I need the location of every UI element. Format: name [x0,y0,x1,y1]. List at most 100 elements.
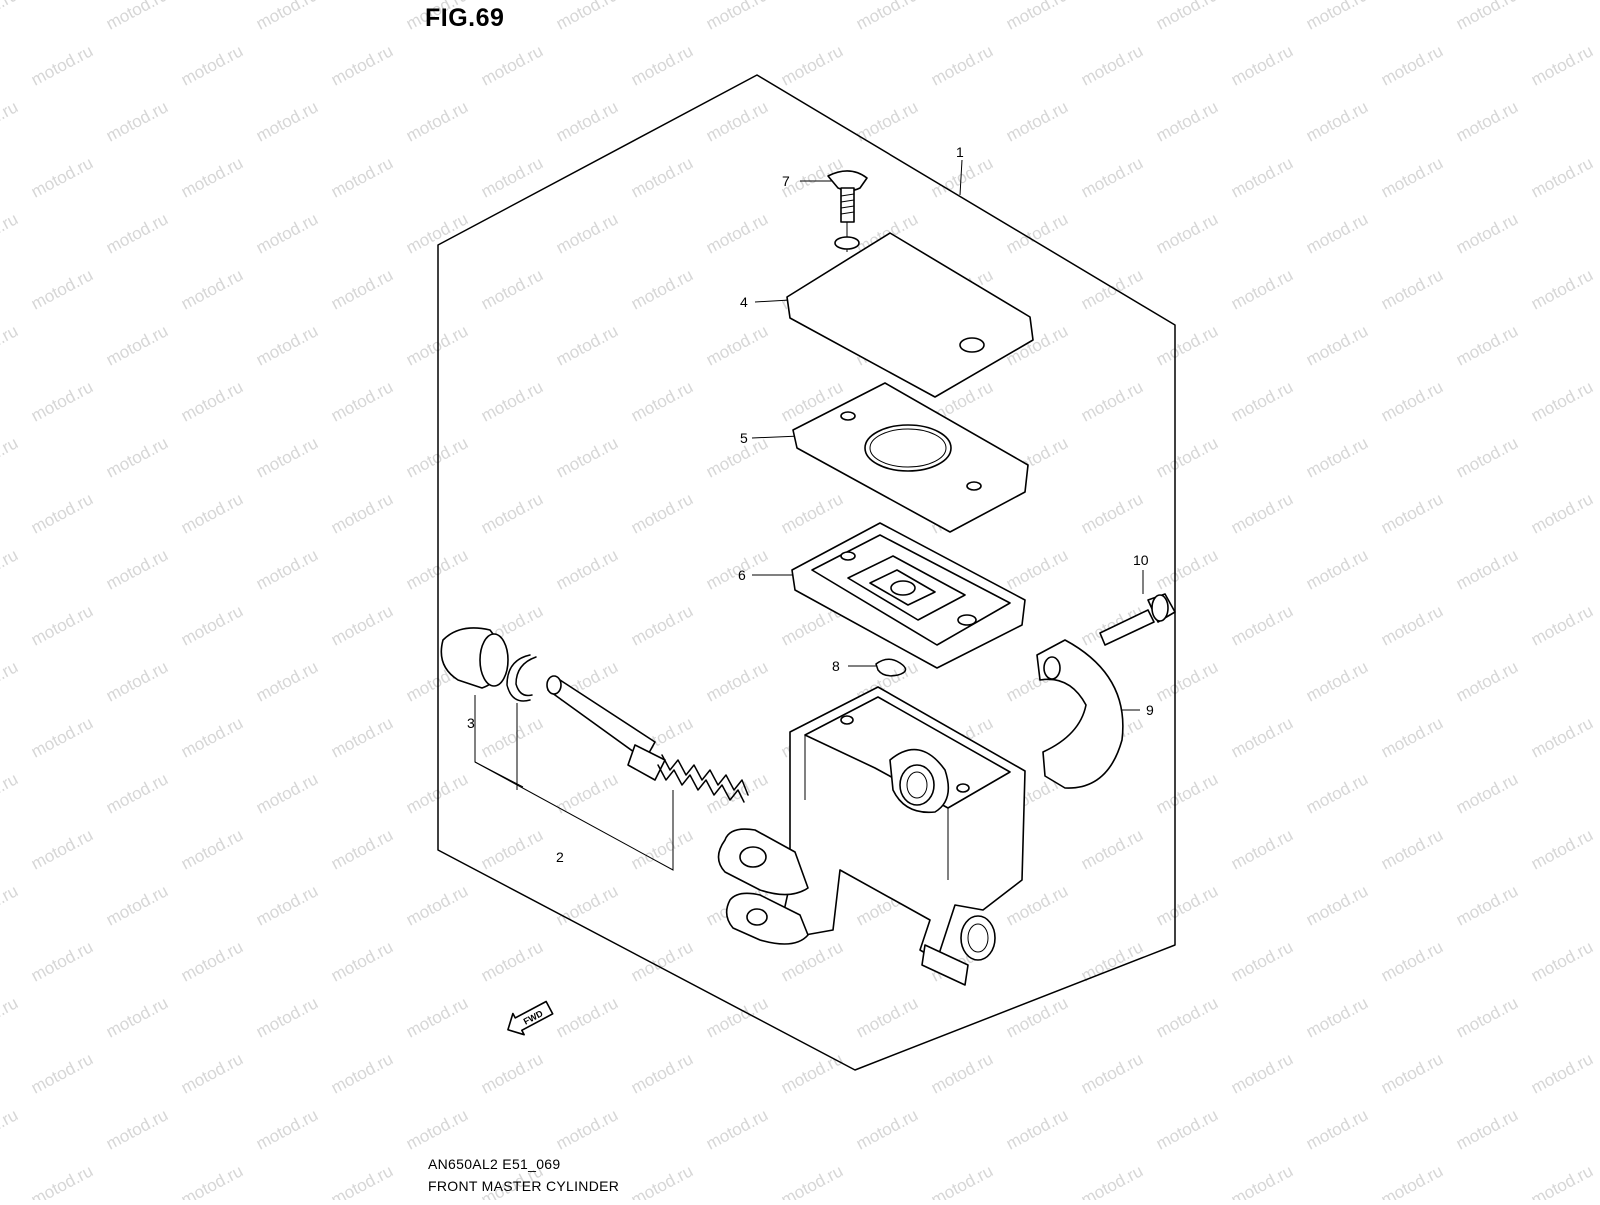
watermark-text: motod.ru [253,433,321,481]
watermark-text: motod.ru [1153,321,1221,369]
watermark-text: motod.ru [553,321,621,369]
watermark-text: motod.ru [478,265,546,313]
watermark-text: motod.ru [478,41,546,89]
watermark-text: motod.ru [28,377,96,425]
watermark-text: motod.ru [553,993,621,1041]
callout-8: 8 [832,658,840,674]
watermark-text: motod.ru [1078,153,1146,201]
watermark-text: motod.ru [1228,41,1296,89]
watermark-text: motod.ru [628,153,696,201]
watermark-text: motod.ru [328,1049,396,1097]
watermark-text: motod.ru [628,937,696,985]
watermark-text: motod.ru [103,0,171,34]
watermark-text: motod.ru [103,433,171,481]
watermark-text: motod.ru [1378,601,1446,649]
watermark-text: motod.ru [553,545,621,593]
watermark-text: motod.ru [478,377,546,425]
watermark-text: motod.ru [253,0,321,34]
watermark-text: motod.ru [478,825,546,873]
callout-1: 1 [956,144,964,160]
watermark-text: motod.ru [28,825,96,873]
watermark-text: motod.ru [1453,545,1521,593]
watermark-text: motod.ru [103,97,171,145]
watermark-text: motod.ru [28,601,96,649]
watermark-text: motod.ru [103,993,171,1041]
watermark-text: motod.ru [1078,41,1146,89]
watermark-text: motod.ru [853,993,921,1041]
watermark-text: motod.ru [628,1049,696,1097]
watermark-text: motod.ru [28,489,96,537]
watermark-text: motod.ru [1453,657,1521,705]
watermark-text: motod.ru [703,97,771,145]
watermark-text: motod.ru [1078,377,1146,425]
watermark-text: motod.ru [0,209,21,257]
watermark-text: motod.ru [0,769,21,817]
callout-10: 10 [1133,552,1149,568]
watermark-text: motod.ru [28,713,96,761]
diagram-name: FRONT MASTER CYLINDER [428,1178,620,1194]
watermark-text: motod.ru [1528,1161,1596,1200]
watermark-text: motod.ru [1153,657,1221,705]
watermark-text: motod.ru [1228,489,1296,537]
watermark-text: motod.ru [328,265,396,313]
piston-spring-part [546,675,749,803]
watermark-text: motod.ru [1528,489,1596,537]
watermark-text: motod.ru [1153,993,1221,1041]
watermark-text: motod.ru [703,0,771,34]
watermark-text: motod.ru [1453,321,1521,369]
watermark-text: motod.ru [1378,937,1446,985]
watermark-text: motod.ru [253,657,321,705]
watermark-text: motod.ru [28,1049,96,1097]
watermark-text: motod.ru [328,41,396,89]
watermark-text: motod.ru [1453,881,1521,929]
watermark-text: motod.ru [1003,1105,1071,1153]
watermark-text: motod.ru [1453,209,1521,257]
watermark-text: motod.ru [1003,545,1071,593]
watermark-text: motod.ru [1453,993,1521,1041]
watermark-text: motod.ru [1378,1161,1446,1200]
watermark-text: motod.ru [1153,1105,1221,1153]
watermark-text: motod.ru [328,1161,396,1200]
forward-arrow-icon: FWD [507,1000,554,1036]
watermark-text: motod.ru [628,377,696,425]
watermark-text: motod.ru [1528,713,1596,761]
watermark-text: motod.ru [553,0,621,34]
watermark-text: motod.ru [628,1161,696,1200]
watermark-text: motod.ru [1378,41,1446,89]
watermark-text: motod.ru [1378,153,1446,201]
watermark-text: motod.ru [1528,937,1596,985]
watermark-text: motod.ru [328,601,396,649]
watermark-text: motod.ru [403,1105,471,1153]
watermark-text: motod.ru [178,1049,246,1097]
watermark-text: motod.ru [1303,657,1371,705]
watermark-text: motod.ru [1528,825,1596,873]
watermark-text: motod.ru [178,265,246,313]
watermark-text: motod.ru [1153,545,1221,593]
watermark-text: motod.ru [403,97,471,145]
circlip-part [506,654,537,702]
callout-6: 6 [738,567,746,583]
watermark-text: motod.ru [1528,41,1596,89]
callout-5: 5 [740,430,748,446]
bolt-part [1099,593,1176,646]
watermark-text: motod.ru [253,881,321,929]
watermark-text: motod.ru [628,825,696,873]
watermark-text: motod.ru [1228,1161,1296,1200]
assembly-outline [437,74,1176,1071]
watermark-text: motod.ru [1303,993,1371,1041]
watermark-text: motod.ru [178,153,246,201]
watermark-text: motod.ru [1378,489,1446,537]
watermark-text: motod.ru [703,209,771,257]
watermark-text: motod.ru [0,97,21,145]
callout-9: 9 [1146,702,1154,718]
watermark-text: motod.ru [1453,1105,1521,1153]
watermark-text: motod.ru [403,433,471,481]
watermark-text: motod.ru [0,1105,21,1153]
watermark-text: motod.ru [0,0,21,34]
watermark-text: motod.ru [328,713,396,761]
watermark-text: motod.ru [1228,1049,1296,1097]
watermark-text: motod.ru [1003,0,1071,34]
watermark-text: motod.ru [1003,993,1071,1041]
watermark-text: motod.ru [1153,0,1221,34]
